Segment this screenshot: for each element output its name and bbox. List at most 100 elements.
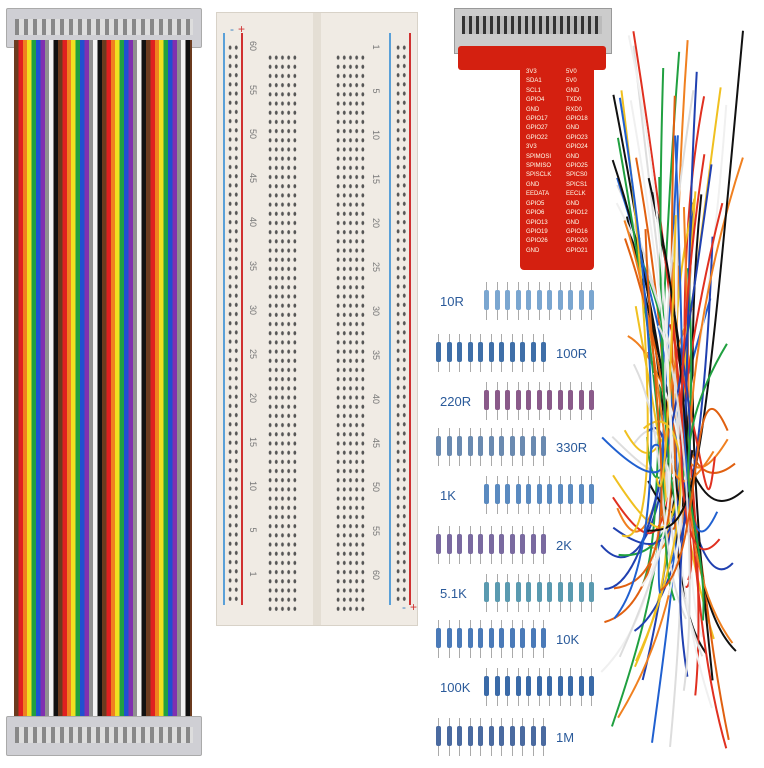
resistor xyxy=(515,282,521,320)
jumper-wire xyxy=(680,154,721,551)
resistor xyxy=(530,718,536,756)
resistor xyxy=(589,476,594,514)
ribbon-cable xyxy=(14,40,192,720)
resistor-label: 10K xyxy=(556,632,580,647)
pin-label: 5V0 xyxy=(566,69,577,75)
rail-sign: + xyxy=(410,600,418,614)
ribbon-connector-bottom xyxy=(6,716,202,756)
resistor xyxy=(446,526,452,564)
pin-label: SPIMISO xyxy=(526,163,552,170)
resistor xyxy=(478,620,483,658)
resistor xyxy=(536,476,542,514)
resistor-label: 100K xyxy=(440,680,471,695)
resistor xyxy=(568,668,573,706)
resistor xyxy=(578,668,584,706)
resistor xyxy=(515,574,521,612)
pin-label: GPIO25 xyxy=(566,163,588,170)
resistor xyxy=(505,476,510,514)
row-number: 30 xyxy=(248,304,258,315)
resistor xyxy=(526,668,531,706)
resistor xyxy=(505,668,510,706)
resistor xyxy=(541,334,546,372)
resistor xyxy=(478,526,483,564)
pin-label: SDA1 xyxy=(526,78,542,85)
jumper-wire xyxy=(616,177,678,743)
resistor xyxy=(436,334,441,372)
resistor xyxy=(478,428,483,466)
pin-label: GPIO16 xyxy=(566,228,588,235)
resistor xyxy=(446,718,452,756)
resistor xyxy=(446,428,452,466)
resistor xyxy=(484,282,489,320)
pin-label: 5V0 xyxy=(566,78,577,85)
pin-label: 3V3 xyxy=(526,144,537,151)
resistor xyxy=(520,526,525,564)
pin-label: SPIMOSI xyxy=(526,153,552,160)
resistor-label: 100R xyxy=(556,346,588,361)
resistor xyxy=(484,476,489,514)
pin-label: GND xyxy=(526,247,540,254)
resistor xyxy=(436,718,441,756)
pin-label: GPIO19 xyxy=(526,228,548,235)
resistor xyxy=(536,282,542,320)
pin-label: GPIO27 xyxy=(526,125,548,132)
resistor xyxy=(589,668,594,706)
resistor xyxy=(541,620,546,658)
resistor xyxy=(457,526,462,564)
resistor xyxy=(520,334,525,372)
row-number: 40 xyxy=(371,393,381,404)
resistor-label: 5.1K xyxy=(440,586,467,601)
resistor-label: 10R xyxy=(440,294,464,309)
pin-label: GPIO20 xyxy=(566,238,588,245)
resistor xyxy=(457,718,462,756)
jumper-wire xyxy=(687,343,728,621)
resistor xyxy=(505,282,510,320)
row-number: 15 xyxy=(248,436,258,447)
resistor xyxy=(578,574,584,612)
row-number: 50 xyxy=(371,481,381,492)
row-number: 60 xyxy=(371,569,381,580)
resistor xyxy=(484,668,489,706)
resistor xyxy=(488,620,494,658)
pin-label: EEDATA xyxy=(526,191,550,198)
resistor xyxy=(526,282,531,320)
pin-label: GPIO21 xyxy=(566,247,588,254)
row-number: 15 xyxy=(371,173,381,184)
pin-label: GPIO12 xyxy=(566,210,588,217)
resistor xyxy=(467,526,473,564)
resistor xyxy=(526,382,531,420)
resistor-label: 220R xyxy=(440,394,472,409)
resistor xyxy=(515,382,521,420)
jumper-wire xyxy=(655,215,677,488)
resistor xyxy=(541,526,546,564)
resistor xyxy=(557,574,563,612)
jumper-wire xyxy=(613,97,653,620)
resistor xyxy=(578,476,584,514)
resistor xyxy=(488,334,494,372)
resistor xyxy=(515,668,521,706)
resistor xyxy=(488,526,494,564)
pin-label: GND xyxy=(566,200,580,207)
pin-label: GND xyxy=(566,219,580,226)
resistor xyxy=(578,282,584,320)
row-number: 20 xyxy=(371,217,381,228)
resistor xyxy=(499,428,504,466)
resistor xyxy=(499,718,504,756)
resistor xyxy=(557,282,563,320)
pin-label: GND xyxy=(566,125,580,132)
resistor xyxy=(509,334,515,372)
jumper-wire xyxy=(688,157,744,644)
row-number: 1 xyxy=(248,571,258,577)
resistor xyxy=(436,526,441,564)
row-number: 20 xyxy=(248,392,258,403)
resistor xyxy=(509,718,515,756)
row-number: 25 xyxy=(248,348,258,359)
row-number: 45 xyxy=(371,437,381,448)
resistor xyxy=(494,382,500,420)
row-number: 10 xyxy=(248,480,258,491)
pin-label: GND xyxy=(566,87,580,94)
resistor-label: 330R xyxy=(556,440,588,455)
pin-label: SCL1 xyxy=(526,87,542,94)
jumper-wire xyxy=(674,135,719,533)
